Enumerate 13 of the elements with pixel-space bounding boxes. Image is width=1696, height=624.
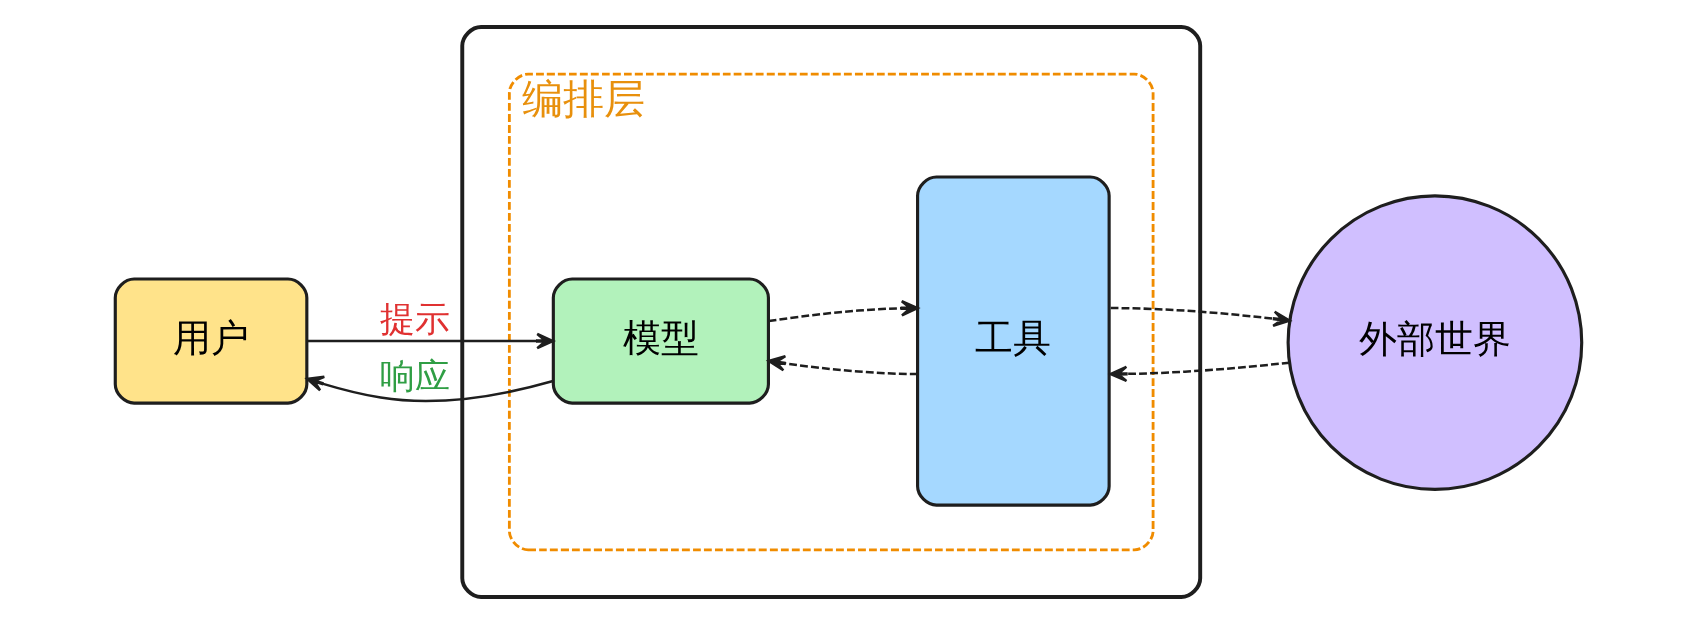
cluster [459, 25, 1202, 599]
node-circle: 外部世界 [1286, 194, 1583, 491]
edge-label: 响应 [379, 355, 450, 396]
arrow [1108, 361, 1290, 383]
arrow [305, 375, 553, 403]
node-box: 模型 [551, 277, 770, 405]
edge-label: 提示 [379, 299, 450, 339]
node-box: 工具 [915, 175, 1111, 507]
node-box: 用户 [113, 277, 308, 405]
arrow [768, 299, 919, 323]
arrow [767, 355, 918, 376]
arrow [306, 332, 554, 350]
arrow [1110, 306, 1291, 328]
